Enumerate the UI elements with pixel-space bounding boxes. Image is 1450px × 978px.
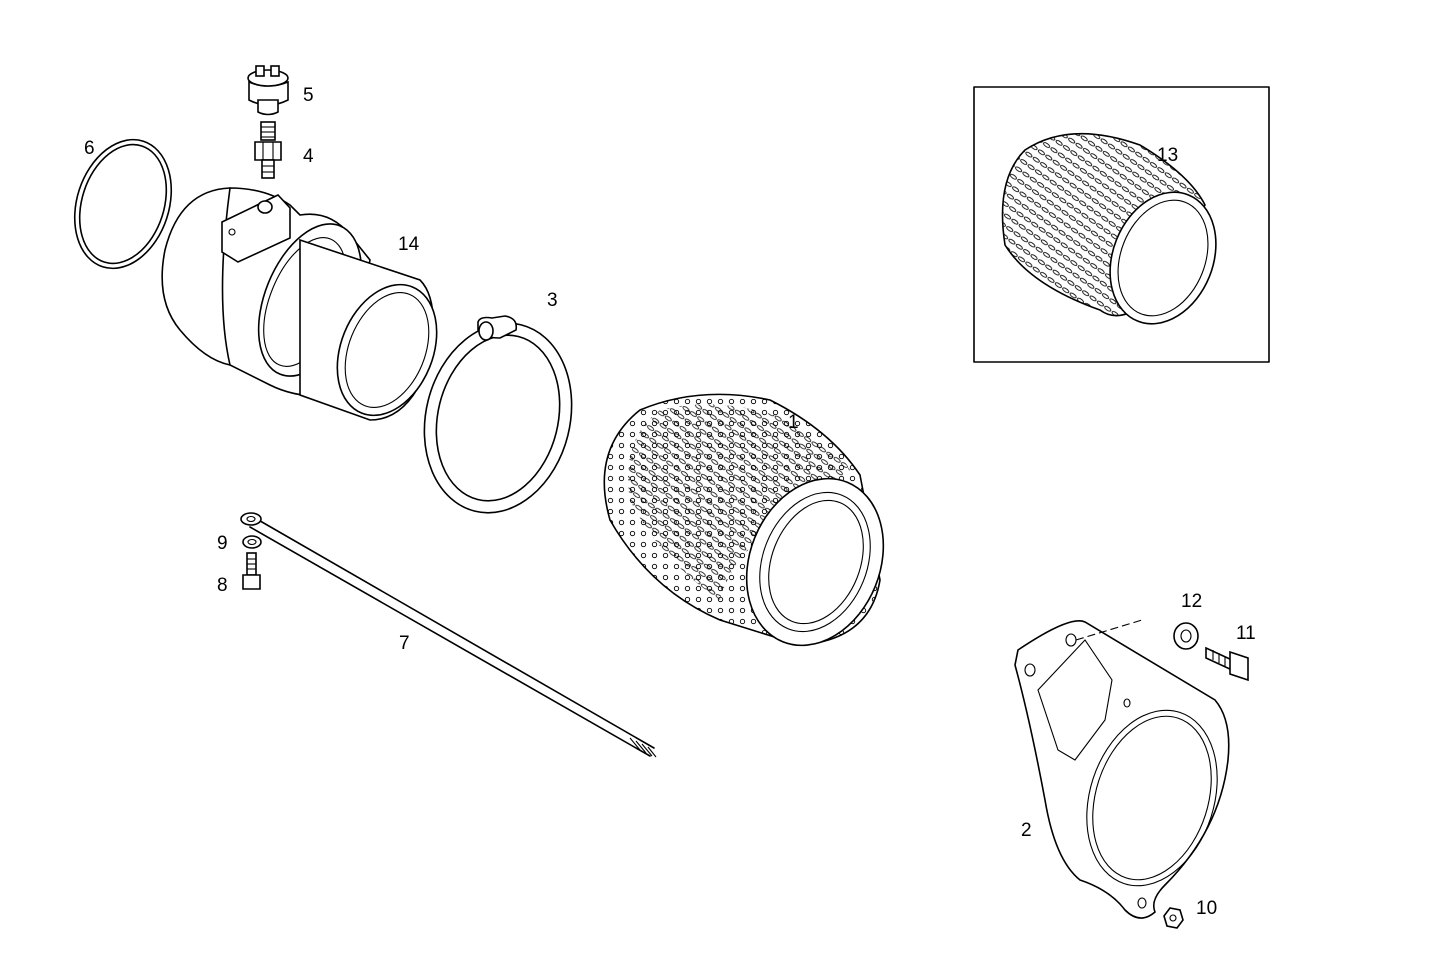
callout-14: 14 [398,234,420,255]
tie-rod-part-7 [240,512,657,758]
inset-frame [973,86,1270,363]
callout-3: 3 [547,290,558,311]
callout-4: 4 [303,146,314,167]
filter-cartridge-part-1 [603,393,885,647]
callout-10: 10 [1196,898,1217,919]
callout-6: 6 [84,138,95,159]
adapter-fitting-part-4 [254,121,282,179]
callout-5: 5 [303,85,314,106]
callout-9: 9 [217,533,228,554]
callout-13: 13 [1157,145,1178,166]
clamp-band-part-3 [423,315,573,514]
pressure-switch-part-5 [247,65,289,116]
nut-part-10 [1163,907,1184,929]
callout-12: 12 [1181,591,1202,612]
callout-11: 11 [1236,623,1256,644]
washer-part-12 [1173,622,1199,650]
callout-7: 7 [399,633,410,654]
filter-housing-part-14 [161,187,438,421]
callout-1: 1 [788,412,799,433]
mesh-filter-element-part-13 [1001,132,1217,325]
o-ring-part-6 [73,138,173,270]
bolt-part-11 [1205,646,1249,682]
callout-8: 8 [217,575,228,596]
bracket-part-2 [1014,619,1230,919]
callout-2: 2 [1021,820,1032,841]
bolt-part-8 [242,552,261,590]
washer-part-9 [242,535,262,549]
